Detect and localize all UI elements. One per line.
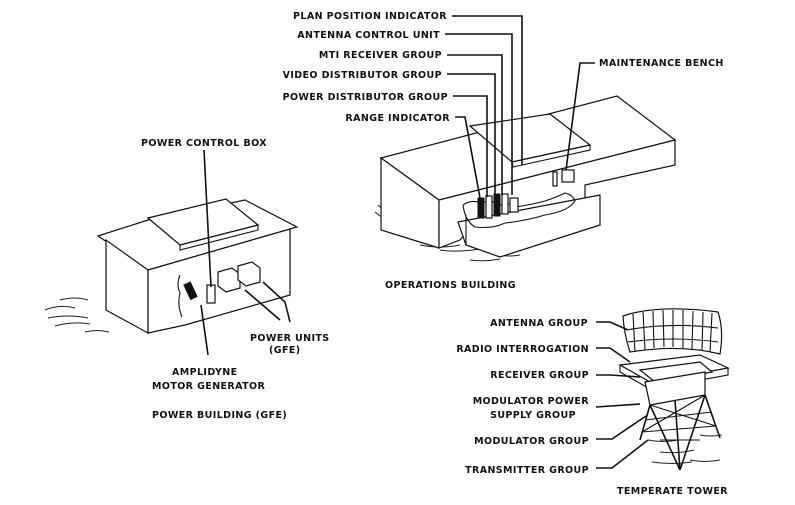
title-temperate-tower: TEMPERATE TOWER [617, 486, 728, 497]
power-ground [44, 297, 110, 333]
title-operations-building: OPERATIONS BUILDING [385, 280, 516, 291]
label-power-distributor-group: POWER DISTRIBUTOR GROUP [283, 92, 448, 103]
antenna-reflector [622, 308, 723, 355]
tower-callout-labels: ANTENNA GROUP RADIO INTERROGATION RECEIV… [456, 318, 728, 497]
label-power-units: POWER UNITS [250, 333, 330, 344]
power-equipment [183, 261, 261, 304]
tower-ground [647, 434, 723, 464]
power-callout-labels: POWER CONTROL BOX POWER UNITS (GFE) AMPL… [141, 138, 330, 421]
operations-building-drawing [374, 95, 677, 262]
label-video-distributor-group: VIDEO DISTRIBUTOR GROUP [283, 70, 442, 81]
temperate-tower-drawing [618, 308, 730, 471]
label-supply-group: SUPPLY GROUP [490, 410, 576, 421]
ops-extension [457, 194, 601, 258]
ops-leader-lines [445, 15, 595, 199]
label-modulator-power: MODULATOR POWER [473, 396, 590, 407]
label-amplidyne: AMPLIDYNE [172, 367, 237, 378]
tower-leader-lines [595, 321, 649, 469]
power-leader-lines [200, 149, 291, 356]
label-motor-generator: MOTOR GENERATOR [152, 381, 266, 392]
ops-callout-labels: PLAN POSITION INDICATOR ANTENNA CONTROL … [283, 11, 724, 291]
label-power-units-gfe: (GFE) [269, 345, 300, 356]
label-mti-receiver-group: MTI RECEIVER GROUP [319, 50, 442, 61]
label-radio-interrogation: RADIO INTERROGATION [456, 344, 589, 355]
label-modulator-group: MODULATOR GROUP [474, 436, 589, 447]
title-power-building: POWER BUILDING (GFE) [152, 410, 287, 421]
label-transmitter-group: TRANSMITTER GROUP [465, 465, 589, 476]
label-range-indicator: RANGE INDICATOR [345, 113, 450, 124]
label-plan-position-indicator: PLAN POSITION INDICATOR [293, 11, 447, 22]
tower-lattice [639, 394, 721, 471]
label-antenna-control-unit: ANTENNA CONTROL UNIT [297, 30, 440, 41]
power-building-drawing [44, 198, 299, 335]
label-receiver-group: RECEIVER GROUP [490, 370, 589, 381]
label-antenna-group: ANTENNA GROUP [490, 318, 588, 329]
ops-equipment-racks [477, 169, 575, 219]
label-power-control-box: POWER CONTROL BOX [141, 138, 267, 149]
label-maintenance-bench: MAINTENANCE BENCH [599, 58, 724, 69]
